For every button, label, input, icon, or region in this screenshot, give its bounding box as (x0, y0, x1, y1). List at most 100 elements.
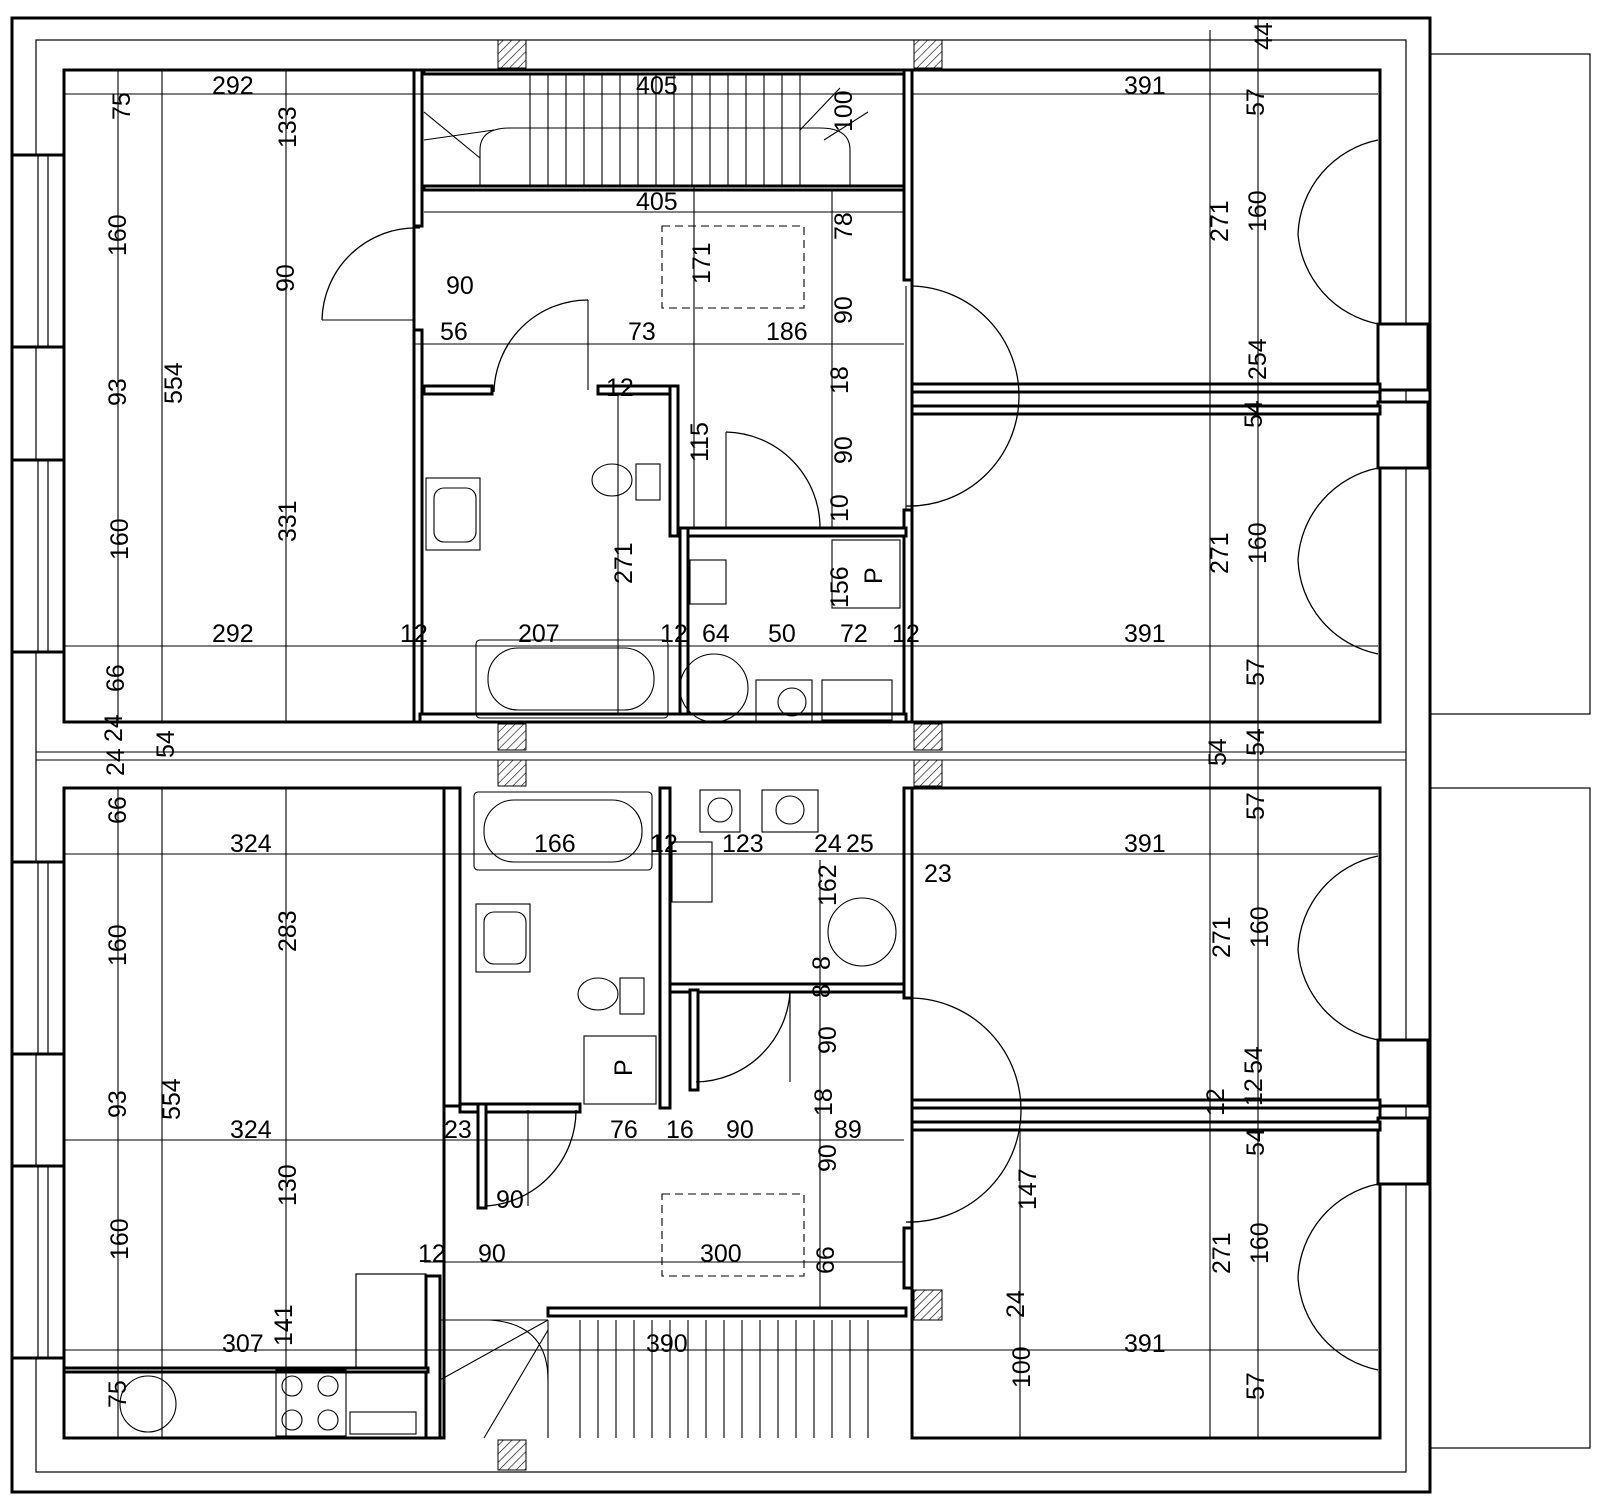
dim-89: 90 (478, 1240, 506, 1268)
dim-34: 160 (1244, 522, 1272, 564)
dim-58: 391 (1124, 830, 1166, 858)
dim-12: 160 (1244, 190, 1272, 232)
dim-49: 54 (1242, 728, 1270, 756)
dim-96: 390 (646, 1330, 688, 1358)
fixtures: P P (119, 463, 901, 1437)
dim-46: 24 (100, 714, 128, 742)
dim-71: 54 (1240, 1046, 1268, 1074)
dim-62: 160 (104, 924, 132, 966)
shaft-label-top: P (860, 567, 888, 584)
dim-26: 115 (686, 422, 714, 462)
dim-0: 292 (212, 72, 254, 100)
dim-37: 207 (518, 620, 560, 648)
dim-84: 147 (1014, 1168, 1042, 1210)
dim-29: 160 (106, 518, 134, 560)
dim-60: 23 (924, 860, 952, 888)
dim-66: 8 (808, 956, 836, 970)
dim-97: 391 (1124, 1330, 1166, 1358)
dim-4: 75 (108, 92, 136, 120)
dim-27: 90 (830, 436, 858, 464)
dim-52: 324 (230, 830, 272, 858)
dim-91: 66 (812, 1246, 840, 1274)
dim-25: 12 (606, 374, 634, 402)
dim-36: 12 (400, 620, 428, 648)
outer-walls (10, 16, 1432, 1494)
dim-53: 166 (534, 830, 576, 858)
dim-80: 12 (1240, 1078, 1268, 1106)
dim-82: 130 (274, 1164, 302, 1206)
dim-51: 66 (104, 796, 132, 824)
dim-17: 73 (628, 318, 656, 346)
dim-24: 54 (1240, 400, 1268, 428)
dim-10: 160 (104, 214, 132, 256)
dim-9: 78 (830, 212, 858, 240)
dim-94: 307 (222, 1330, 264, 1358)
dim-41: 72 (840, 620, 868, 648)
shaft-label-bottom: P (610, 1059, 638, 1076)
dim-99: 100 (1008, 1346, 1036, 1388)
dim-92: 160 (106, 1218, 134, 1260)
dim-56: 24 (814, 830, 842, 858)
dim-69: 93 (104, 1090, 132, 1118)
dim-16: 56 (440, 318, 468, 346)
dim-33: 271 (1206, 532, 1234, 574)
columns (497, 39, 943, 1471)
dim-2: 391 (1124, 72, 1166, 100)
dim-8: 405 (636, 188, 678, 216)
dim-86: 271 (1208, 1232, 1236, 1274)
skylights (661, 225, 805, 1277)
balconies (1376, 53, 1591, 1449)
dim-57: 25 (846, 830, 874, 858)
interior-walls (62, 68, 1382, 1440)
dim-100: 57 (1242, 1372, 1270, 1400)
dim-65: 160 (1246, 906, 1274, 948)
dim-42: 12 (892, 620, 920, 648)
dim-73: 23 (444, 1116, 472, 1144)
dim-7: 57 (1242, 88, 1270, 116)
dim-14: 90 (446, 272, 474, 300)
dim-72: 324 (230, 1116, 272, 1144)
dim-43: 391 (1124, 620, 1166, 648)
dim-15: 171 (688, 242, 716, 284)
dim-85: 90 (814, 1144, 842, 1172)
dim-23: 254 (1244, 338, 1272, 380)
dim-50: 24 (102, 748, 130, 776)
dim-90: 300 (700, 1240, 742, 1268)
dim-21: 93 (104, 378, 132, 406)
dim-35: 292 (212, 620, 254, 648)
dim-64: 271 (1208, 916, 1236, 958)
doors (321, 139, 1379, 1371)
dim-40: 50 (768, 620, 796, 648)
dim-67: 8 (808, 984, 836, 998)
dim-63: 283 (274, 910, 302, 952)
dim-61: 162 (814, 864, 842, 906)
dim-87: 160 (1246, 1222, 1274, 1264)
dim-74: 76 (610, 1116, 638, 1144)
dim-77: 18 (810, 1088, 838, 1116)
stairs-top (423, 74, 869, 186)
dim-32: 156 (826, 566, 854, 608)
dim-78: 89 (834, 1116, 862, 1144)
dim-28: 331 (274, 500, 302, 542)
dim-3: 44 (1250, 22, 1278, 50)
dim-39: 64 (702, 620, 730, 648)
dim-68: 90 (814, 1026, 842, 1054)
dim-11: 271 (1206, 200, 1234, 242)
dim-81: 54 (1242, 1128, 1270, 1156)
dim-93: 141 (270, 1304, 298, 1346)
dim-75: 16 (666, 1116, 694, 1144)
dim-98: 75 (104, 1380, 132, 1408)
dim-13: 90 (272, 264, 300, 292)
dimension-labels: 292 405 391 44 75 133 100 57 405 78 160 … (100, 22, 1278, 1408)
dim-45: 57 (1242, 658, 1270, 686)
windows-left (10, 153, 66, 1360)
dim-1: 405 (636, 72, 678, 100)
dim-88: 12 (418, 1240, 446, 1268)
dim-6: 100 (830, 90, 858, 132)
dim-19: 90 (830, 296, 858, 324)
dim-38: 12 (660, 620, 688, 648)
dim-55: 123 (722, 830, 764, 858)
dim-20: 554 (160, 362, 188, 404)
dim-30: 271 (610, 542, 638, 584)
